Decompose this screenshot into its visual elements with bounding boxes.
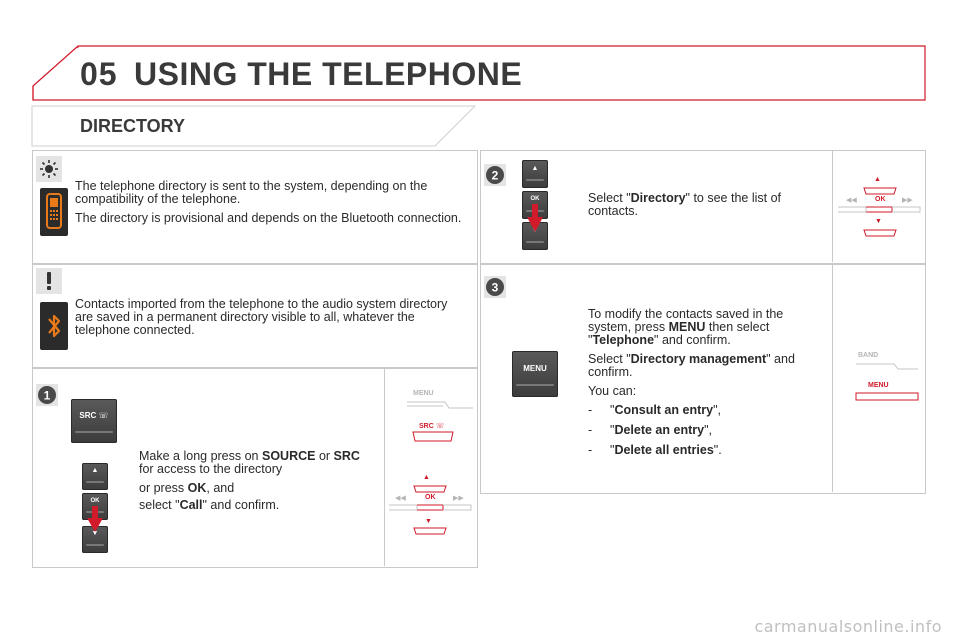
step2-directory: Directory: [630, 191, 686, 205]
step3-p1-a: To modify the contacts saved in the syst…: [588, 307, 784, 334]
menu-outline-label: MENU: [413, 390, 434, 397]
step3-diagram: BAND MENU: [834, 266, 924, 490]
arrow-up-icon: ▲: [91, 467, 99, 474]
src-button-label: SRC: [79, 411, 97, 420]
step3-p2-a: Select ": [588, 352, 631, 366]
step3-menu: MENU: [668, 320, 706, 334]
step2-number: 2: [492, 169, 499, 183]
step3-telephone: Telephone: [592, 333, 655, 347]
menu-button[interactable]: MENU: [512, 351, 558, 397]
down-outline-icon: ▼: [875, 218, 882, 225]
next-outline-icon: ▶▶: [902, 197, 913, 204]
step1-press: or press: [139, 481, 188, 495]
list-item: -"Consult an entry",: [588, 403, 721, 417]
phone-handset-icon: ☏: [98, 411, 109, 420]
step3-you-can: You can:: [588, 384, 637, 398]
list-item: -"Delete all entries".: [588, 443, 722, 457]
down-outline-icon: ▼: [425, 518, 432, 525]
step2-divider: [832, 150, 833, 262]
info-text: The telephone directory is sent to the s…: [75, 180, 467, 231]
up-outline-icon: ▲: [874, 176, 881, 183]
step1-src: SRC: [333, 449, 360, 463]
step1-diagram: MENU SRC ☏ ▲ ◀◀ OK ▶▶ ▼: [385, 370, 475, 565]
step3-badge: 3: [484, 276, 506, 298]
step3-divider: [832, 264, 833, 492]
info-icon: [36, 156, 62, 182]
next-outline-icon: ▶▶: [453, 495, 464, 502]
option-delete-entry: Delete an entry: [614, 423, 705, 437]
footer-watermark: carmanualsonline.info: [754, 617, 942, 636]
step2-red-arrow-icon: [527, 204, 543, 232]
step1-text-a: Make a long press on: [139, 449, 262, 463]
step2-rest: " to see the list of contacts.: [588, 191, 782, 218]
menu-button-label: MENU: [523, 364, 547, 373]
up-outline-icon: ▲: [423, 474, 430, 481]
step1-source: SOURCE: [262, 449, 316, 463]
step1-badge: 1: [36, 384, 58, 406]
prev-outline-icon: ◀◀: [395, 495, 406, 502]
step1-select: select ": [139, 498, 180, 512]
section-frame: [31, 105, 477, 147]
header-frame: [32, 45, 926, 101]
ok-button-label: OK: [90, 498, 100, 504]
src-outline-text: SRC: [419, 423, 434, 430]
step3-text: To modify the contacts saved in the syst…: [588, 308, 810, 457]
page-title: USING THE TELEPHONE: [134, 56, 523, 92]
chapter-number: 05: [80, 56, 118, 92]
bluetooth-icon: [40, 302, 68, 350]
info-para-1: The telephone directory is sent to the s…: [75, 179, 428, 206]
ok-outline-label: OK: [425, 494, 436, 501]
option-consult-entry: Consult an entry: [614, 403, 714, 417]
src-button[interactable]: SRC ☏: [71, 399, 117, 443]
phone-icon: [40, 188, 68, 236]
step3-p1-c: then select ": [588, 320, 770, 347]
step3-p1-e: " and confirm.: [654, 333, 731, 347]
arrow-up-icon: ▲: [531, 165, 539, 172]
up-button[interactable]: ▲: [82, 463, 108, 490]
step1-text-access: for access to the directory: [139, 462, 283, 476]
step1-ok: OK: [187, 481, 207, 495]
step1-divider: [384, 368, 385, 566]
step3-p2-c: " and confirm.: [588, 352, 795, 379]
info-para-2: The directory is provisional and depends…: [75, 211, 462, 225]
warning-icon: [36, 268, 62, 294]
step2-text: Select "Directory" to see the list of co…: [588, 192, 798, 218]
warning-panel: [32, 264, 478, 368]
arrow-down-icon: ▼: [91, 530, 99, 537]
step2-ok-label: OK: [530, 196, 540, 202]
option-delete-all: Delete all entries: [614, 443, 714, 457]
step1-text: Make a long press on SOURCE or SRC for a…: [139, 450, 379, 518]
red-arrow-icon: [87, 506, 103, 532]
step3-directory-management: Directory management: [630, 352, 767, 366]
step2-badge: 2: [484, 164, 506, 186]
step2-diagram: ▲ ◀◀ OK ▶▶ ▼: [834, 152, 924, 260]
step3-number: 3: [492, 281, 499, 295]
band-outline-label: BAND: [858, 352, 879, 359]
step3-option-list: -"Consult an entry", -"Delete an entry",…: [588, 404, 810, 457]
ok-outline-label: OK: [875, 196, 886, 203]
menu-outline-label: MENU: [868, 382, 889, 389]
step1-or: or: [315, 449, 334, 463]
info-panel: [32, 150, 478, 264]
prev-outline-icon: ◀◀: [846, 197, 857, 204]
step1-call: Call: [179, 498, 203, 512]
step2-up-button[interactable]: ▲: [522, 160, 548, 188]
warning-text: Contacts imported from the telephone to …: [75, 297, 448, 337]
step1-confirm: " and confirm.: [202, 498, 280, 512]
section-title: DIRECTORY: [80, 116, 186, 136]
step2-select: Select ": [588, 191, 631, 205]
src-outline-label: SRC ☏: [419, 423, 445, 430]
step1-number: 1: [44, 389, 51, 403]
step1-and: , and: [206, 481, 235, 495]
list-item: -"Delete an entry",: [588, 423, 712, 437]
